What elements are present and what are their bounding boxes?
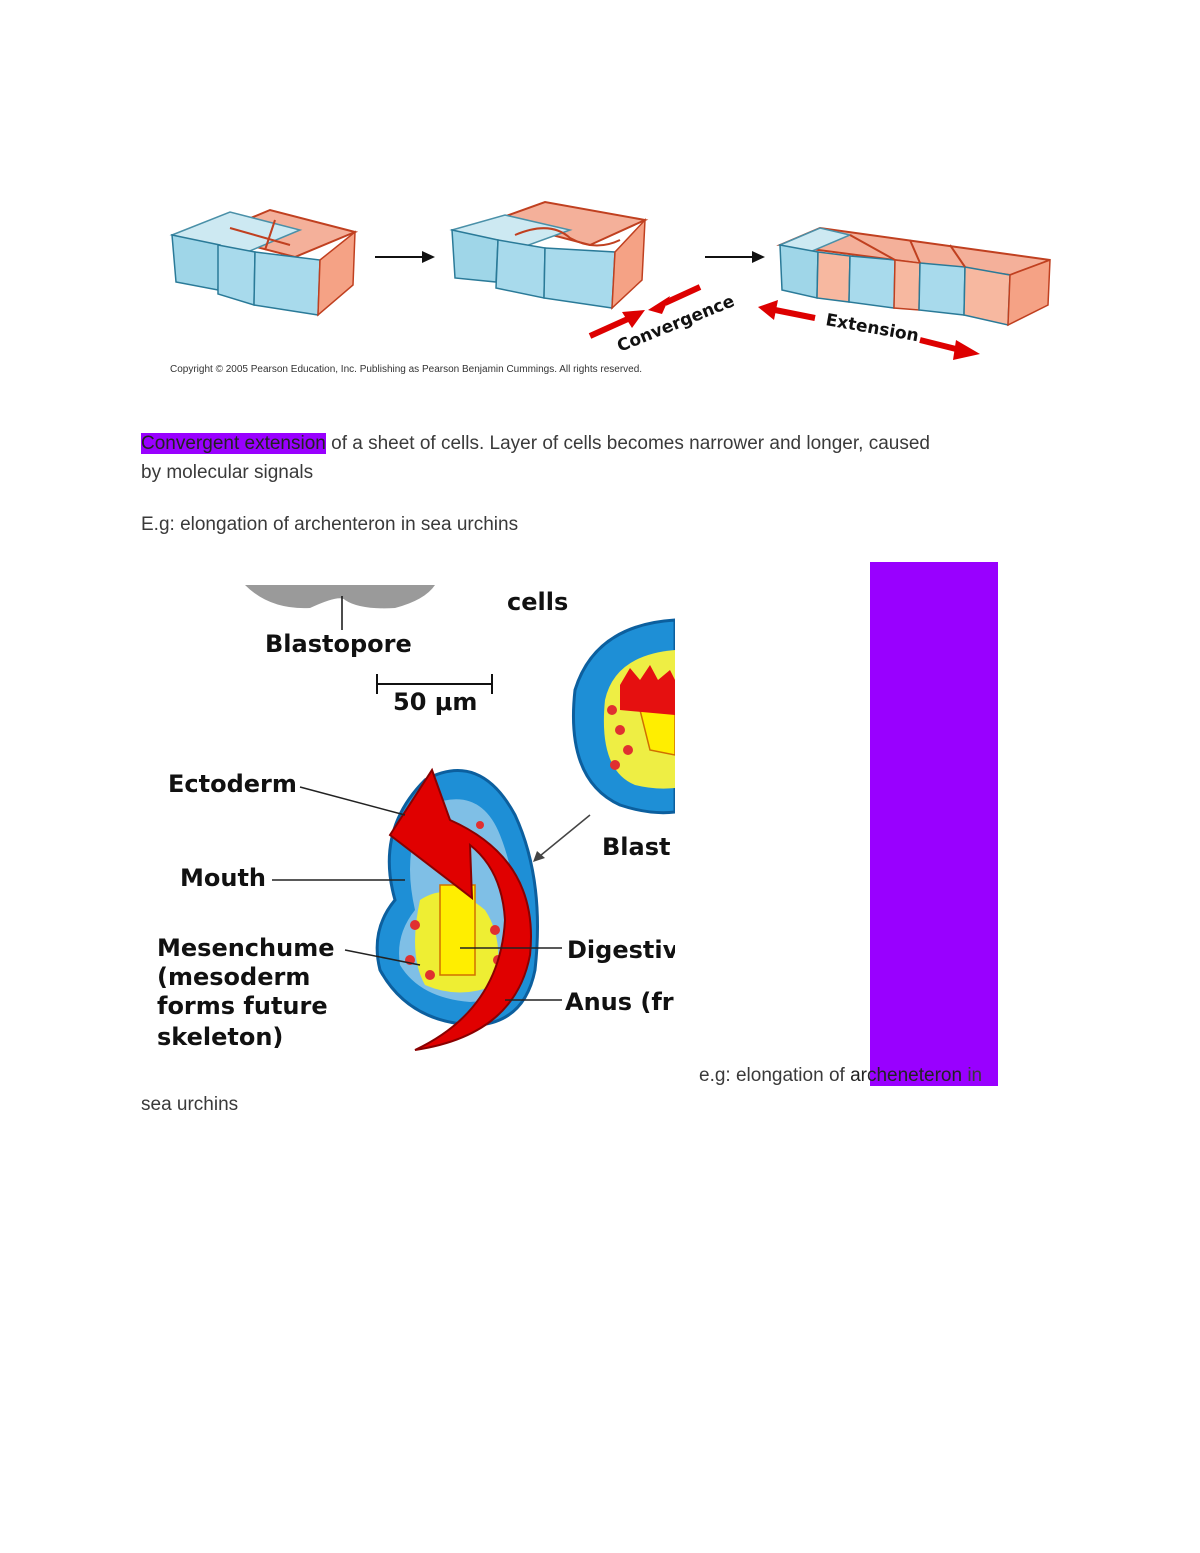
paragraph-example: E.g: elongation of archenteron in sea ur… bbox=[141, 514, 519, 535]
cell-sheet-extended bbox=[776, 226, 1051, 327]
mesenchyme-label-line3: forms future bbox=[157, 992, 328, 1020]
ectoderm-label: Ectoderm bbox=[168, 770, 297, 798]
caption-suffix: in bbox=[962, 1065, 983, 1086]
cells-label: cells bbox=[507, 588, 568, 616]
paragraph-convergent-extension: Convergent extension of a sheet of cells… bbox=[141, 429, 1061, 487]
blastopore-label: Blastopore bbox=[265, 630, 412, 658]
caption-line1: e.g: elongation of archeneteron in bbox=[699, 1061, 982, 1090]
blastopore-image bbox=[245, 585, 435, 609]
purple-highlight-block bbox=[870, 562, 998, 1086]
copyright-text: Copyright © 2005 Pearson Education, Inc.… bbox=[170, 364, 642, 375]
mesenchyme-label-line2: (mesoderm bbox=[157, 963, 310, 991]
arrow-right-1 bbox=[375, 251, 435, 263]
scale-label: 50 μm bbox=[393, 688, 477, 716]
caption-prefix: e.g: elongation of bbox=[699, 1065, 851, 1086]
convergent-extension-figure: Convergence Extension Copyright © 2005 P… bbox=[169, 200, 1051, 375]
embryo-right-partial bbox=[571, 618, 675, 815]
anus-label-partial: Anus (fr bbox=[565, 988, 674, 1016]
caption-line2: sea urchins bbox=[141, 1094, 239, 1115]
cell-sheet-initial bbox=[169, 208, 359, 317]
curved-arrow bbox=[388, 767, 532, 1051]
mouth-label: Mouth bbox=[180, 864, 266, 892]
blastocoel-label-partial: Blast bbox=[602, 833, 670, 861]
mesenchyme-label-line1: Mesenchume bbox=[157, 934, 335, 962]
paragraph1-line2: by molecular signals bbox=[141, 462, 314, 483]
arrow-right-2 bbox=[705, 251, 765, 263]
embryo-main bbox=[375, 767, 539, 1051]
caption-highlight: archeneteron bbox=[850, 1065, 963, 1086]
highlight-convergent-extension: Convergent extension bbox=[141, 433, 326, 454]
mesenchyme-label-line4: skeleton) bbox=[157, 1023, 283, 1051]
cell-sheet-converging bbox=[449, 200, 649, 310]
scale-bar: 50 μm bbox=[376, 674, 493, 716]
sea-urchin-figure: Blastopore cells 50 μm Blast bbox=[157, 585, 675, 1051]
extension-label: Extension bbox=[824, 310, 920, 346]
paragraph1-line1-rest: of a sheet of cells. Layer of cells beco… bbox=[325, 433, 930, 454]
digestive-label-partial: Digestiv bbox=[567, 936, 675, 964]
